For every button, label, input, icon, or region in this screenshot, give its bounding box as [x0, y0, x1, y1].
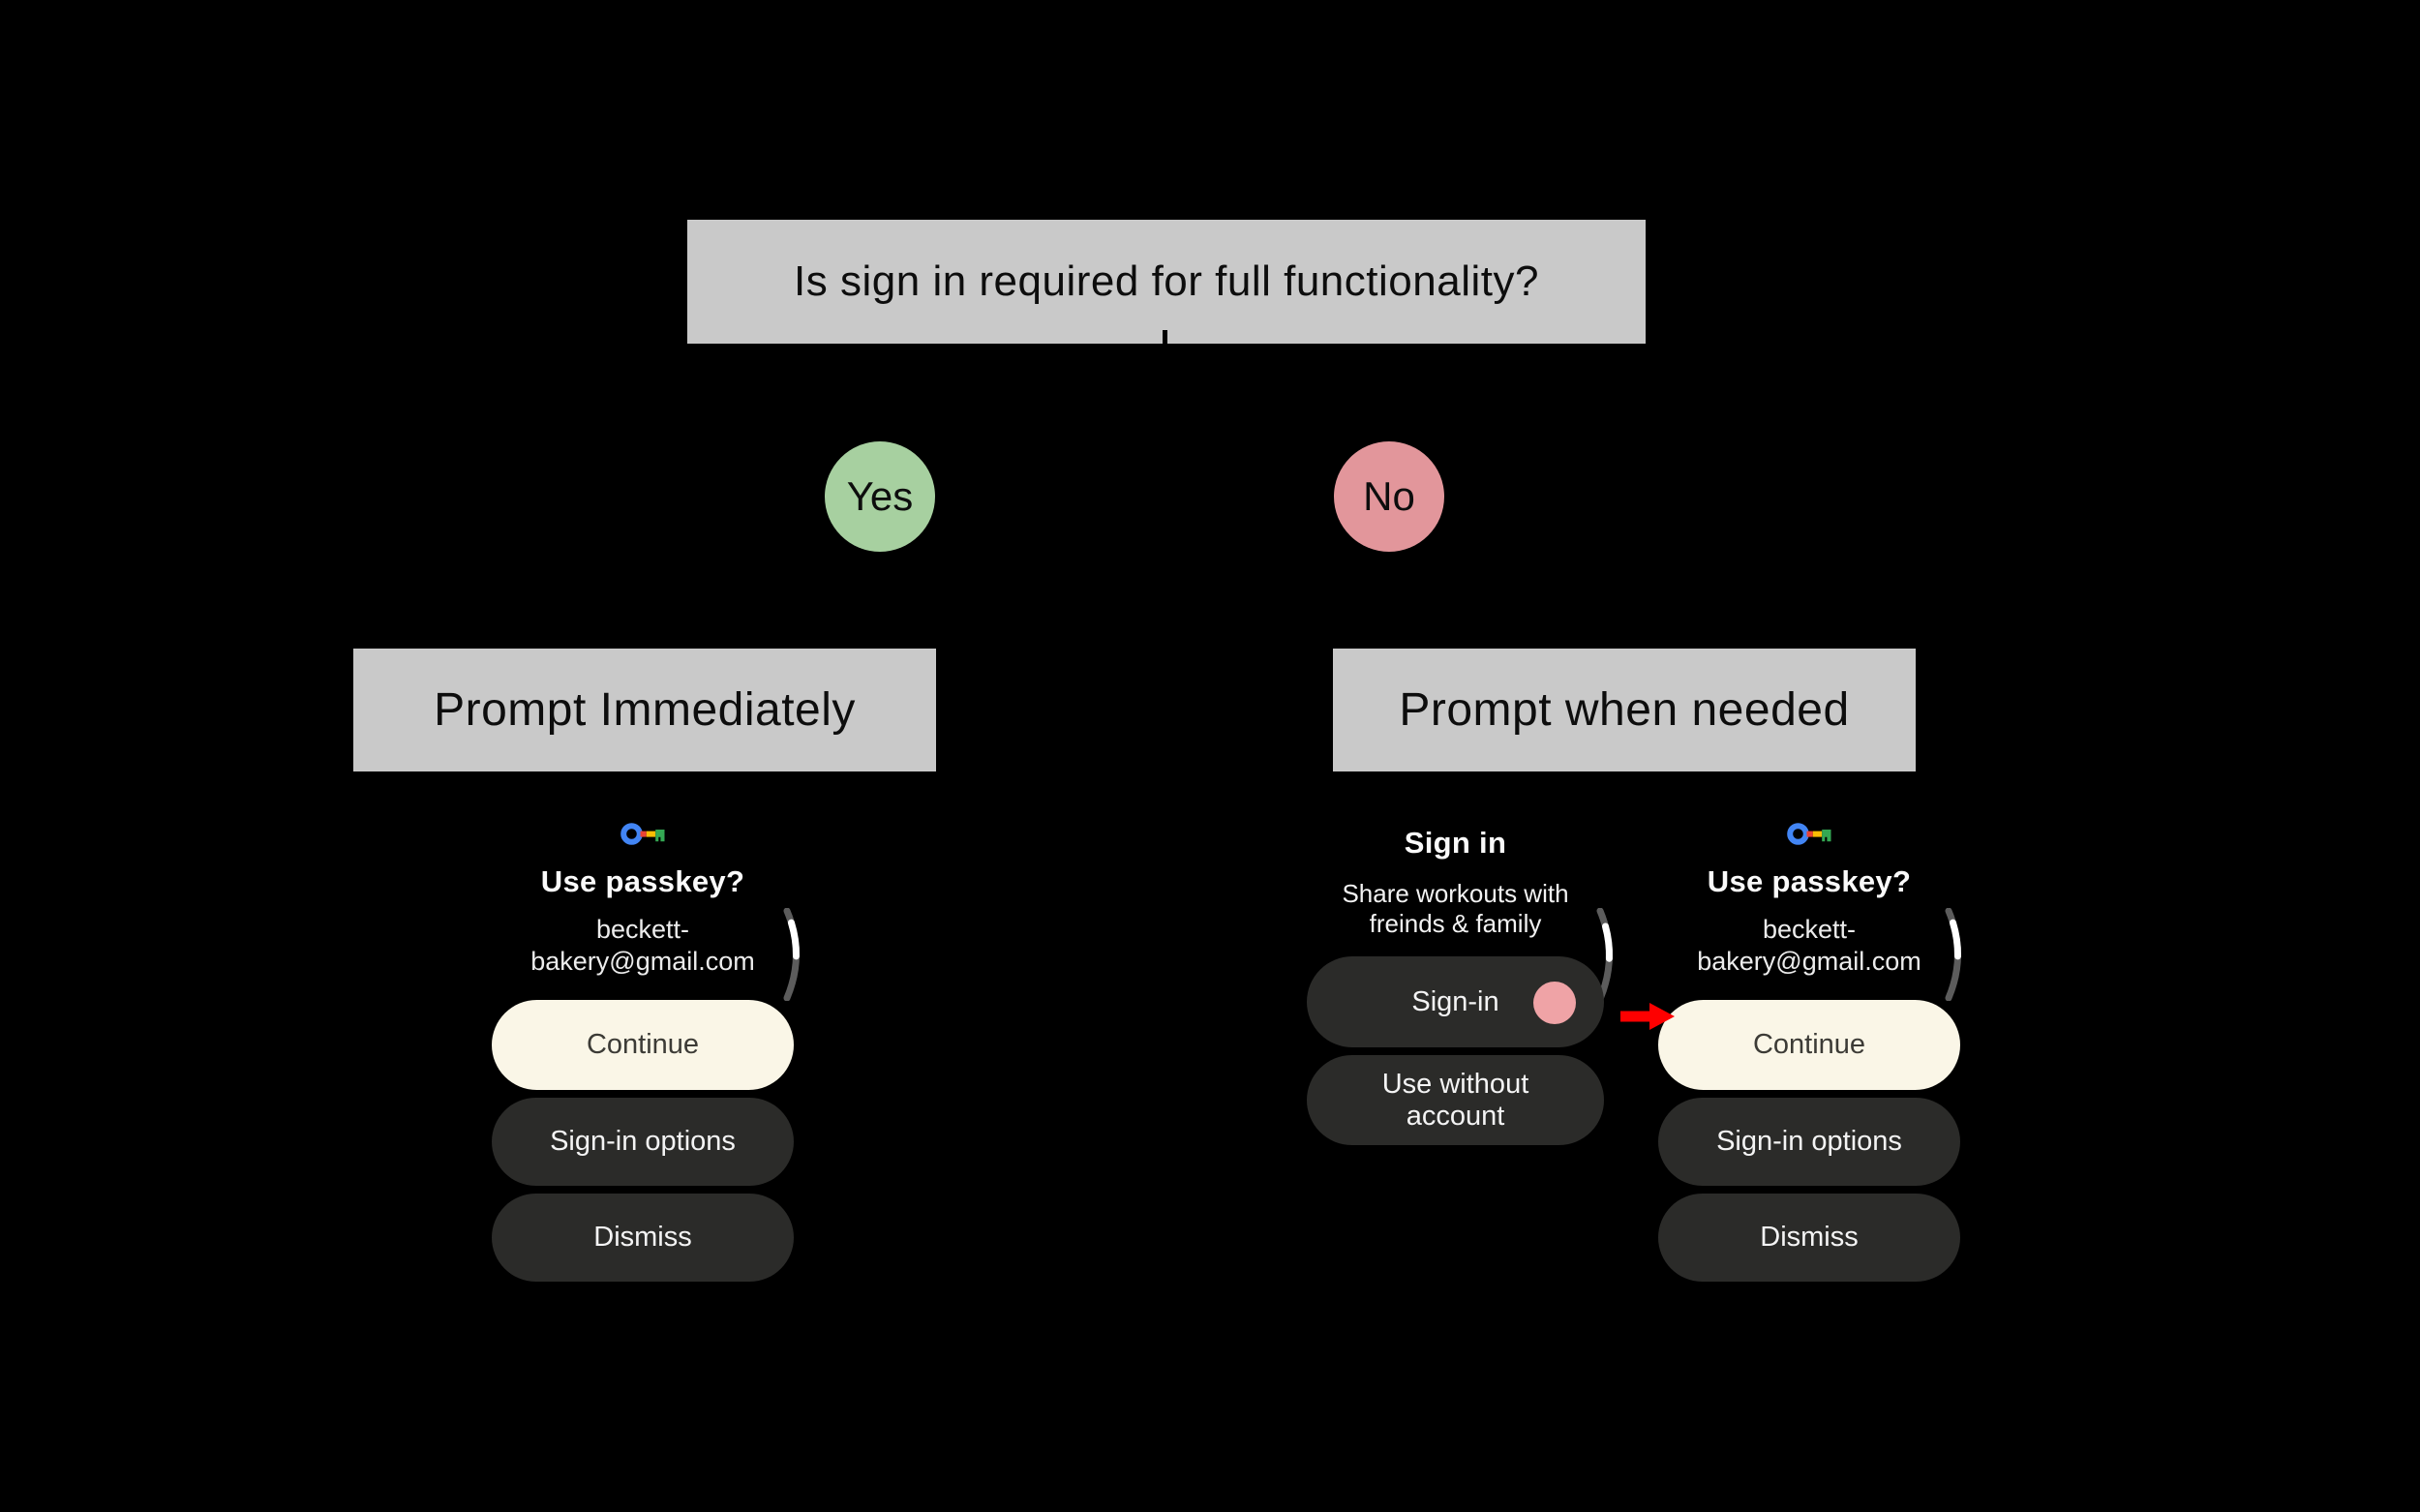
no-label: No [1363, 473, 1415, 519]
continue-button[interactable]: Continue [1658, 1000, 1960, 1090]
yes-node: Yes [825, 441, 935, 552]
passkey-icon [620, 823, 665, 845]
continue-button[interactable]: Continue [492, 1000, 794, 1090]
email-line2: bakery@gmail.com [1697, 947, 1921, 976]
signin-title: Sign in [1404, 826, 1507, 860]
no-node: No [1334, 441, 1444, 552]
question-text: Is sign in required for full functionali… [794, 257, 1539, 305]
signin-description: Share workouts with freinds & family [1307, 879, 1604, 939]
signin-button-label: Sign-in [1411, 985, 1499, 1017]
account-email: beckett- bakery@gmail.com [492, 914, 794, 978]
dismiss-button[interactable]: Dismiss [1658, 1194, 1960, 1282]
email-line1: beckett- [595, 915, 690, 944]
signin-options-button[interactable]: Sign-in options [1658, 1098, 1960, 1186]
passkey-title: Use passkey? [1707, 864, 1912, 898]
passkey-title: Use passkey? [540, 864, 745, 898]
question-box: Is sign in required for full functionali… [687, 220, 1646, 344]
tap-indicator [1533, 982, 1576, 1024]
signin-options-button[interactable]: Sign-in options [492, 1098, 794, 1186]
use-without-line2: account [1406, 1100, 1505, 1132]
prompt-when-needed-box: Prompt when needed [1333, 649, 1916, 771]
use-without-account-label: Use without account [1382, 1069, 1529, 1133]
email-line2: bakery@gmail.com [530, 947, 755, 976]
description-line2: freinds & family [1369, 909, 1542, 938]
signin-options-label: Sign-in options [550, 1126, 736, 1157]
continue-label: Continue [1752, 1029, 1866, 1060]
email-line1: beckett- [1762, 915, 1857, 944]
scroll-indicator[interactable] [1595, 908, 1620, 1002]
passkey-icon [1787, 823, 1831, 845]
prompt-immediately-box: Prompt Immediately [353, 649, 936, 771]
passkey-screen-left: Use passkey? beckett- bakery@gmail.com C… [492, 813, 800, 1297]
prompt-immediately-label: Prompt Immediately [434, 684, 856, 736]
dismiss-label: Dismiss [1760, 1222, 1859, 1253]
scroll-indicator[interactable] [782, 908, 807, 1001]
prompt-when-needed-label: Prompt when needed [1399, 684, 1850, 736]
signin-screen: Sign in Share workouts with freinds & fa… [1307, 813, 1613, 1297]
connector-tick [1163, 330, 1167, 346]
use-without-line1: Use without [1381, 1068, 1529, 1100]
scroll-indicator[interactable] [1944, 908, 1969, 1001]
use-without-account-button[interactable]: Use without account [1307, 1055, 1604, 1145]
flow-arrow-icon [1620, 1003, 1675, 1030]
yes-label: Yes [846, 473, 914, 519]
description-line1: Share workouts with [1342, 879, 1569, 908]
continue-label: Continue [586, 1029, 700, 1060]
signin-button[interactable]: Sign-in [1307, 956, 1604, 1047]
dismiss-label: Dismiss [593, 1222, 692, 1253]
account-email: beckett- bakery@gmail.com [1658, 914, 1960, 978]
dismiss-button[interactable]: Dismiss [492, 1194, 794, 1282]
passkey-screen-right: Use passkey? beckett- bakery@gmail.com C… [1658, 813, 1961, 1297]
signin-options-label: Sign-in options [1716, 1126, 1902, 1157]
